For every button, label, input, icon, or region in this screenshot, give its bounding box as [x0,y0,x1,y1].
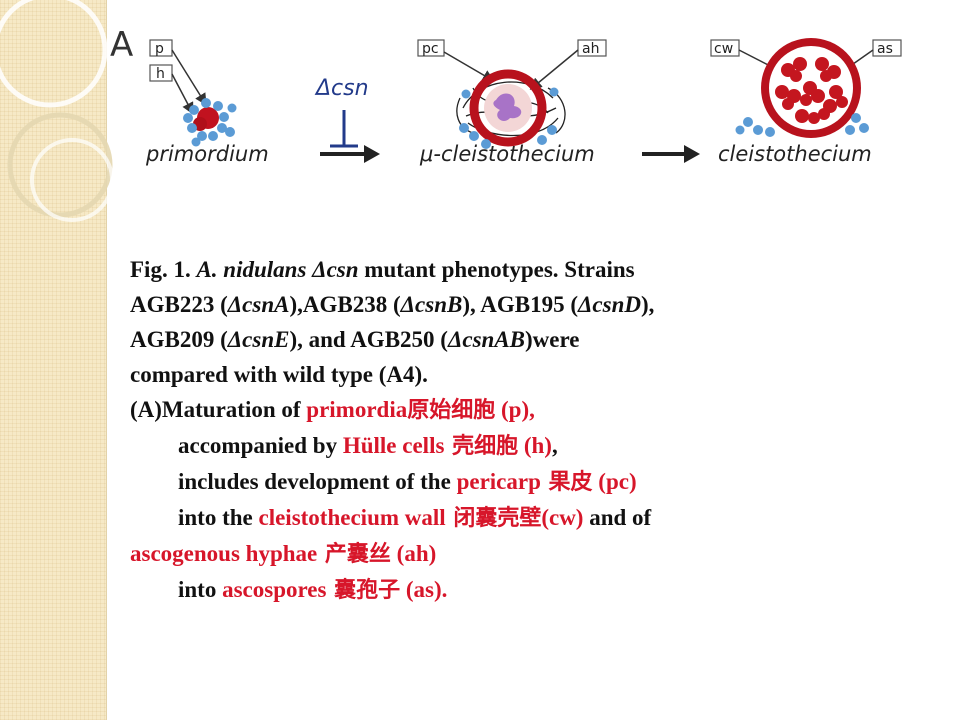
caption-text: (A)Maturation of [130,397,307,422]
primordium-illustration: p h primordium [145,39,269,166]
term-ascogenous-hyphae-chinese: 产囊丝 [317,542,391,567]
term-hulle-cells: Hülle cells [342,433,445,458]
caption-line-9: ascogenous hyphae 产囊丝 (ah) [130,536,930,572]
delta-csn-label: Δcsn [314,76,369,101]
label-p: p [155,41,164,57]
label-h: h [156,66,165,82]
stage-label-primordium: primordium [145,142,269,166]
caption-text: . [441,577,448,602]
caption-text: ), AGB195 ( [462,292,578,317]
term-abbrev-p: (p), [495,397,535,422]
caption-text: AGB223 ( [130,292,228,317]
caption-text: AGB209 ( [130,327,228,352]
caption-line-4: compared with wild type (A4). [130,362,428,387]
panel-letter: A [110,25,133,65]
caption-strain-mutant: ΔcsnAB [447,327,526,352]
term-primordia: primordia [306,397,408,422]
micro-cleistothecium-illustration: pc ah μ-cleistothecium [417,39,607,166]
caption-line-8: into the cleistothecium wall 闭囊壳壁(cw) an… [130,500,930,536]
caption-strain-mutant: ΔcsnA [227,292,290,317]
phenotype-figure: A p h primordium Δcsn pc ah [110,25,902,166]
label-cw: cw [714,41,733,57]
caption-text: into the [178,505,259,530]
decorative-side-band [0,0,107,720]
caption-text: and of [583,505,652,530]
term-ascospores: ascospores [222,577,327,602]
caption-text: ), [640,292,655,317]
term-pericarp-chinese: 果皮 [540,470,593,495]
caption-species: A. nidulans [196,257,307,282]
term-cleistothecium-wall: cleistothecium wall [258,505,446,530]
delta-csn-block-arrow: Δcsn [314,76,380,163]
label-ah: ah [582,41,599,57]
caption-text: )were [525,327,580,352]
caption-line-5: (A)Maturation of primordia原始细胞 (p), [130,392,930,428]
term-ascospores-chinese: 囊孢子 [326,578,401,603]
caption-text: , [551,433,558,458]
caption-text: mutant phenotypes. Strains [358,257,635,282]
caption-text: accompanied by [178,433,343,458]
term-cleistothecium-wall-chinese: 闭囊壳壁 [445,506,542,531]
caption-line-3: AGB209 (ΔcsnE), and AGB250 (ΔcsnAB)were [130,322,930,357]
caption-line-10: into ascospores 囊孢子 (as). [130,572,930,608]
caption-strain-mutant: ΔcsnE [227,327,290,352]
caption-fig-number: Fig. 1. [130,257,197,282]
caption-line-6: accompanied by Hülle cells 壳细胞 (h), [130,428,930,464]
label-as: as [877,41,893,57]
term-abbrev-ah: (ah) [390,541,437,566]
caption-delta-csn: Δcsn [312,257,359,282]
stage-label-cleistothecium: cleistothecium [718,142,872,166]
maturation-arrow [642,145,700,163]
term-hulle-cells-chinese: 壳细胞 [444,434,519,459]
caption-text: ),AGB238 ( [289,292,401,317]
caption-strain-mutant: ΔcsnB [400,292,463,317]
term-abbrev-as: (as) [400,577,442,602]
caption-text: into [178,577,223,602]
label-pc: pc [422,41,439,57]
caption-line-1: Fig. 1. A. nidulans Δcsn mutant phenotyp… [130,252,930,287]
term-abbrev-h: (h) [518,433,552,458]
term-primordia-chinese: 原始细胞 [407,398,496,423]
stage-label-micro-cleistothecium: μ-cleistothecium [419,142,595,166]
decorative-rings [0,0,114,222]
caption-text: ), and AGB250 ( [289,327,448,352]
caption-line-2: AGB223 (ΔcsnA),AGB238 (ΔcsnB), AGB195 (Δ… [130,287,930,322]
term-abbrev-pc: (pc) [592,469,637,494]
caption-strain-mutant: ΔcsnD [578,292,641,317]
term-ascogenous-hyphae: ascogenous hyphae [130,541,318,566]
term-pericarp: pericarp [456,469,541,494]
figure-caption: Fig. 1. A. nidulans Δcsn mutant phenotyp… [130,252,930,608]
caption-line-7: includes development of the pericarp 果皮 … [130,464,930,500]
cleistothecium-illustration: cw as cleistothecium [710,38,902,166]
caption-text: includes development of the [178,469,457,494]
term-abbrev-cw: (cw) [541,505,584,530]
